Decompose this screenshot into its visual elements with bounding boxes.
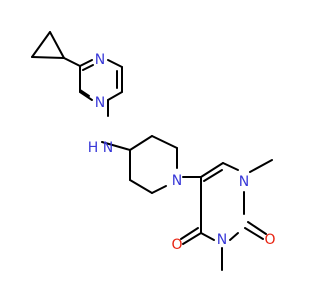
molecule-diagram: N N N H N N N O O — [31, 31, 276, 271]
bond — [182, 232, 202, 245]
bond — [129, 135, 153, 151]
bond — [151, 135, 178, 149]
uracil-n1-label: N — [239, 174, 249, 190]
bond — [203, 169, 223, 182]
bond — [151, 185, 167, 194]
bond — [82, 64, 94, 71]
bond — [200, 232, 215, 241]
bond — [247, 221, 267, 235]
piperidine-n-label: N — [172, 173, 182, 189]
bond — [129, 179, 153, 194]
bond — [79, 89, 90, 97]
bond — [244, 227, 264, 240]
pyrimidine-n3-label: N — [95, 95, 105, 111]
bond — [63, 57, 81, 67]
bond — [229, 232, 239, 241]
bond — [107, 59, 123, 68]
pyrimidine-ring — [79, 59, 123, 101]
bond — [107, 91, 123, 101]
bond — [31, 56, 65, 59]
uracil-ring — [200, 162, 245, 241]
bond — [200, 162, 224, 178]
amine-h-label: H — [88, 140, 99, 156]
carbonyl-o4-label: O — [171, 237, 182, 253]
bond — [79, 91, 93, 101]
bond — [49, 31, 65, 59]
carbonyl-o2-label: O — [264, 232, 275, 248]
pyrimidine-n1-label: N — [95, 52, 105, 68]
uracil-n3-label: N — [217, 232, 227, 248]
cyclopropyl-ring — [31, 31, 65, 59]
amine-n-label: N — [103, 140, 113, 156]
bond — [101, 141, 131, 151]
bond — [180, 227, 199, 240]
bond — [249, 159, 273, 173]
bond — [31, 31, 51, 58]
structure-svg: N N N H N N N O O — [31, 31, 276, 271]
piperidine-ring — [129, 135, 178, 194]
bond — [222, 162, 239, 171]
bond — [79, 59, 93, 67]
